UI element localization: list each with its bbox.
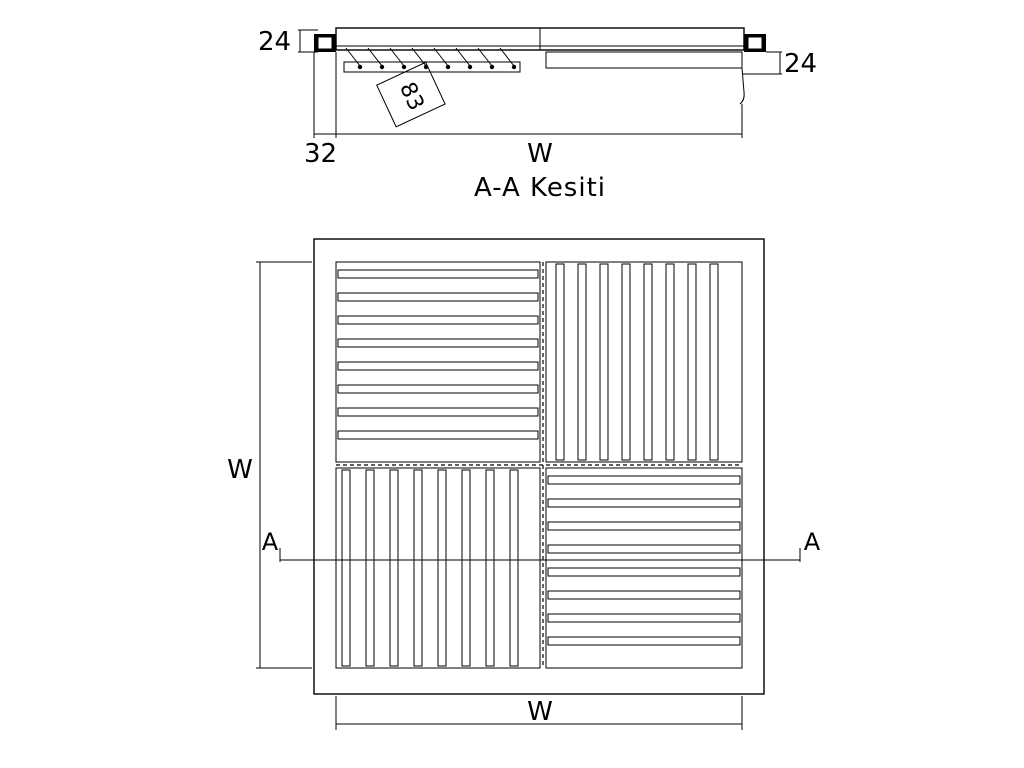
blade-horizontal [337, 292, 539, 302]
section-blade [433, 47, 449, 67]
section-blade-pivot [379, 64, 385, 70]
blade-horizontal [337, 430, 539, 440]
dim-top-left-text: 24 [258, 27, 291, 57]
plan-dim-height-left: W [227, 455, 253, 485]
blade-horizontal [547, 498, 741, 508]
plan-dim-width-bottom: W [527, 697, 553, 727]
blade-vertical [389, 469, 399, 667]
right-end-block-inner [747, 36, 763, 50]
blade-vertical [461, 469, 471, 667]
blade-vertical [437, 469, 447, 667]
blade-horizontal [547, 636, 741, 646]
blade-group [345, 47, 517, 70]
left-end-block-inner [317, 36, 333, 50]
section-blade-pivot [511, 64, 517, 70]
blade-vertical [413, 469, 423, 667]
section-blade [499, 47, 515, 67]
blade-vertical [341, 469, 351, 667]
blade-horizontal [337, 384, 539, 394]
blade-horizontal [547, 590, 741, 600]
section-view: 83 24 24 32 W A-A Kesiti [258, 27, 817, 203]
section-blade-pivot [401, 64, 407, 70]
blade-vertical [485, 469, 495, 667]
section-title: A-A Kesiti [474, 173, 606, 203]
blade-rail [343, 61, 521, 73]
blade-vertical [687, 263, 697, 461]
quadrant-top-left [335, 261, 541, 463]
section-mark-right: A [804, 528, 821, 556]
section-blade-pivot [445, 64, 451, 70]
section-mark-left: A [262, 528, 279, 556]
blade-vertical [709, 263, 719, 461]
plan-blades [337, 263, 741, 667]
section-blade [455, 47, 471, 67]
section-blade [477, 47, 493, 67]
blade-vertical [599, 263, 609, 461]
blade-angle-box [376, 61, 446, 128]
blade-vertical [665, 263, 675, 461]
blade-horizontal [547, 613, 741, 623]
blade-horizontal [547, 544, 741, 554]
blade-horizontal [337, 269, 539, 279]
blade-vertical [577, 263, 587, 461]
section-blade-pivot [489, 64, 495, 70]
section-blade [345, 47, 361, 67]
section-right-plate [545, 51, 743, 69]
section-blade [367, 47, 383, 67]
section-blade-pivot [467, 64, 473, 70]
right-hook [739, 67, 745, 105]
quadrant-bottom-right [545, 467, 743, 669]
blade-horizontal [547, 521, 741, 531]
quadrant-bottom-left [335, 467, 541, 669]
section-blade [389, 47, 405, 67]
section-blade-pivot [357, 64, 363, 70]
blade-dim-text: 83 [394, 79, 428, 115]
dim-right-text: 24 [784, 49, 817, 79]
outer-frame [313, 238, 765, 695]
blade-horizontal [547, 567, 741, 577]
dim-width-text: W [527, 139, 553, 169]
blade-vertical [621, 263, 631, 461]
dim-bottom-left-text: 32 [304, 139, 337, 169]
blade-vertical [555, 263, 565, 461]
blade-horizontal [547, 475, 741, 485]
plan-view: W W A A [227, 238, 821, 730]
blade-horizontal [337, 338, 539, 348]
blade-horizontal [337, 315, 539, 325]
blade-vertical [365, 469, 375, 667]
blade-horizontal [337, 361, 539, 371]
blade-vertical [509, 469, 519, 667]
blade-vertical [643, 263, 653, 461]
quadrant-top-right [545, 261, 743, 463]
blade-horizontal [337, 407, 539, 417]
